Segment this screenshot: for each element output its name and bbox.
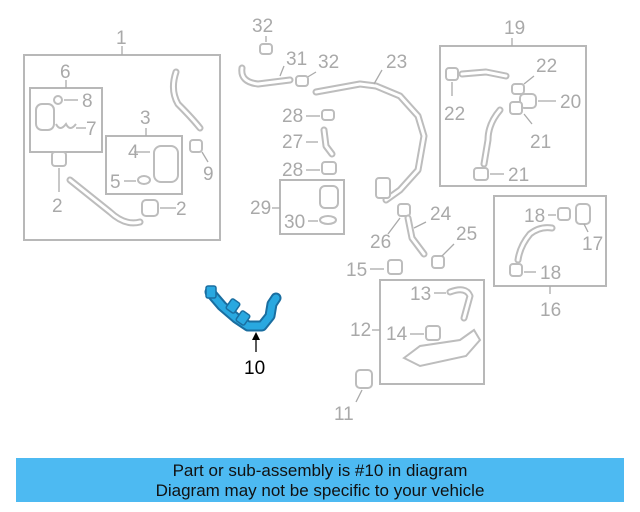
- part-10-clamp-mid: [235, 310, 251, 326]
- label-13[interactable]: 13: [410, 284, 431, 305]
- label-24[interactable]: 24: [430, 204, 452, 225]
- group-12-frame: [379, 279, 485, 385]
- label-21a[interactable]: 21: [530, 132, 551, 153]
- label-20[interactable]: 20: [560, 92, 581, 113]
- part-5-gasket: [137, 175, 151, 185]
- label-18b[interactable]: 18: [540, 263, 561, 284]
- label-2a[interactable]: 2: [52, 196, 63, 217]
- group-19: 19 22 22 20 21 21: [439, 18, 587, 187]
- label-10[interactable]: 10: [244, 358, 265, 379]
- label-25[interactable]: 25: [456, 224, 477, 245]
- info-banner: Part or sub-assembly is #10 in diagram D…: [16, 458, 624, 502]
- label-12[interactable]: 12: [350, 320, 371, 341]
- label-14[interactable]: 14: [386, 324, 408, 345]
- label-21b[interactable]: 21: [508, 165, 529, 186]
- label-5[interactable]: 5: [110, 172, 121, 193]
- group-19-frame: [439, 45, 587, 187]
- part-12-pipe: [402, 328, 482, 368]
- label-23[interactable]: 23: [386, 52, 407, 73]
- label-11[interactable]: 11: [334, 404, 354, 425]
- banner-line-1: Part or sub-assembly is #10 in diagram: [172, 461, 468, 480]
- label-18a[interactable]: 18: [524, 206, 545, 227]
- part-3-thermostat-housing: [153, 145, 179, 183]
- group-12: 12 13 14 11: [334, 279, 485, 425]
- part-29-sensor: [319, 185, 339, 209]
- label-29[interactable]: 29: [250, 198, 271, 219]
- label-19[interactable]: 19: [504, 18, 525, 39]
- banner-line-2: Diagram may not be specific to your vehi…: [155, 481, 485, 500]
- label-30[interactable]: 30: [284, 212, 305, 233]
- label-32a[interactable]: 32: [252, 16, 273, 37]
- label-1[interactable]: 1: [116, 28, 127, 49]
- label-8[interactable]: 8: [82, 91, 93, 112]
- label-27[interactable]: 27: [282, 132, 303, 153]
- label-28a[interactable]: 28: [282, 106, 303, 127]
- label-7[interactable]: 7: [86, 119, 97, 140]
- label-17[interactable]: 17: [582, 234, 603, 255]
- group-1: 1 6 8 7 2 2 3 4 5 9: [23, 28, 221, 241]
- label-16[interactable]: 16: [540, 300, 561, 321]
- group-29-frame: [279, 179, 345, 235]
- part-2-clamp-right: [141, 199, 159, 217]
- label-22b[interactable]: 22: [536, 56, 557, 77]
- label-26[interactable]: 26: [370, 232, 391, 253]
- group-16: 16 18 17 18: [493, 195, 607, 321]
- label-28b[interactable]: 28: [282, 160, 303, 181]
- label-9[interactable]: 9: [203, 164, 214, 185]
- label-31[interactable]: 31: [286, 49, 307, 70]
- parts-diagram: 1 6 8 7 2 2 3 4 5 9: [23, 16, 607, 425]
- part-10-clamp-left: [205, 285, 217, 299]
- label-4[interactable]: 4: [128, 142, 139, 163]
- label-22a[interactable]: 22: [444, 104, 465, 125]
- part-2-clamp-top: [51, 151, 67, 167]
- group-center-top: 32 31 32 23 28 27 28 29 30: [238, 16, 477, 281]
- part-6-housing: [35, 103, 55, 131]
- label-2b[interactable]: 2: [176, 199, 187, 220]
- part-30-seal: [319, 215, 337, 225]
- label-32b[interactable]: 32: [318, 52, 339, 73]
- label-3[interactable]: 3: [140, 108, 151, 129]
- label-6[interactable]: 6: [60, 62, 71, 83]
- label-15[interactable]: 15: [346, 260, 367, 281]
- part-10-highlighted-hose[interactable]: 10: [204, 285, 282, 379]
- group-3-frame: [105, 135, 183, 195]
